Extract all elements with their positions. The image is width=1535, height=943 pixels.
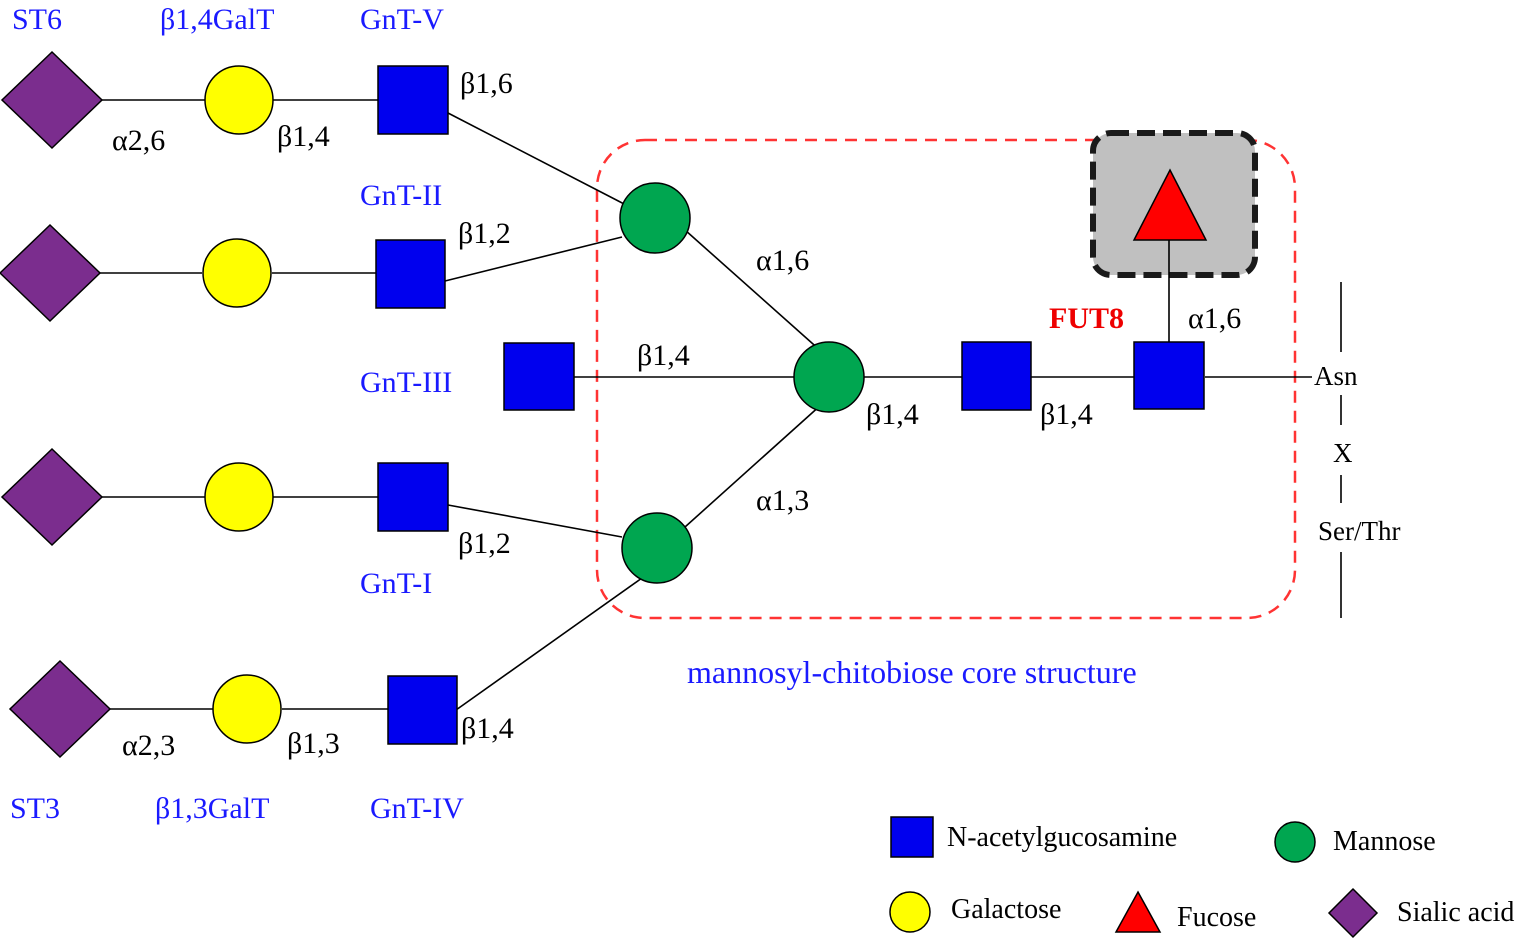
enzyme-label-gnt-iii: GnT-III (360, 366, 452, 399)
glcnac-square-core-2 (1133, 341, 1205, 410)
linkage-b13: β1,3 (287, 727, 340, 760)
enzyme-label-st6: ST6 (12, 3, 62, 36)
legend-fucose-swatch (1114, 890, 1162, 933)
linkage-b12-lower: β1,2 (458, 527, 511, 560)
bond-man-upper-man-core (684, 229, 823, 353)
linkage-a16-fuc: α1,6 (1188, 302, 1241, 335)
linkage-b14-core-man: β1,4 (866, 398, 919, 431)
bond-gnt-iv-man-lower (455, 577, 643, 711)
legend-glcnac-swatch (890, 816, 934, 858)
legend-galactose-label: Galactose (951, 894, 1061, 925)
enzyme-label-gnt-i: GnT-I (360, 567, 432, 600)
enzyme-label-st3: ST3 (10, 792, 60, 825)
peptide-x: X (1333, 438, 1353, 468)
linkage-b16: β1,6 (460, 67, 513, 100)
linkage-b14-gnt-iv: β1,4 (461, 712, 514, 745)
glcnac-square-core-1 (961, 341, 1032, 411)
linkage-a16-man: α1,6 (756, 244, 809, 277)
legend-mannose-swatch (1274, 821, 1316, 863)
legend-fucose-label: Fucose (1177, 902, 1256, 933)
linkage-b14-core-chitobiose: β1,4 (1040, 398, 1093, 431)
legend-galactose-swatch (889, 891, 931, 933)
enzyme-label-gnt-ii: GnT-II (360, 179, 442, 212)
sialic-acid-diamond-row4 (0, 447, 104, 547)
sialic-acid-diamond-row5 (8, 659, 112, 759)
galactose-circle-row4 (204, 462, 274, 532)
peptide-ser-thr: Ser/Thr (1318, 516, 1400, 546)
linkage-b14-gal-top: β1,4 (277, 120, 330, 153)
core-structure-label: mannosyl-chitobiose core structure (687, 654, 1137, 690)
linkage-a13-man: α1,3 (756, 484, 809, 517)
legend-mannose-label: Mannose (1333, 826, 1436, 857)
mannose-circle-lower (621, 512, 693, 584)
bond-man-core-man-lower (684, 403, 823, 528)
linkage-a26: α2,6 (112, 124, 165, 157)
galactose-circle-row2 (202, 238, 272, 308)
galactose-circle-row5 (212, 674, 282, 744)
sialic-acid-diamond-row2 (0, 223, 102, 323)
glcnac-square-gnt-v (377, 65, 449, 135)
enzyme-label-gnt-v: GnT-V (360, 3, 444, 36)
fucose-triangle (1132, 168, 1208, 241)
core-structure-region (595, 138, 1297, 620)
sialic-acid-diamond-row1 (0, 50, 104, 150)
mannose-circle-core (793, 341, 865, 413)
legend-sialic-acid-label: Sialic acid (1397, 897, 1514, 928)
bond-gnt-ii-man-upper (444, 236, 623, 282)
glcnac-square-gnt-iv (387, 675, 458, 745)
galactose-circle-row1 (204, 65, 274, 135)
enzyme-label-gnt-iv: GnT-IV (370, 792, 464, 825)
glycosidic-bonds (98, 99, 1312, 711)
linkage-b14-bisect: β1,4 (637, 339, 690, 372)
glcnac-square-gnt-iii (503, 342, 575, 411)
legend-glcnac-label: N-acetylgucosamine (947, 822, 1177, 853)
legend: N-acetylgucosamine Mannose Galactose Fuc… (889, 816, 1514, 939)
enzyme-label-b14galt: β1,4GalT (160, 3, 274, 36)
bond-gnt-v-man-upper (447, 112, 629, 207)
linkage-b12-upper: β1,2 (458, 217, 511, 250)
glcnac-square-gnt-i (377, 462, 449, 532)
enzyme-label-b13galt: β1,3GalT (155, 792, 269, 825)
enzyme-label-fut8: FUT8 (1049, 302, 1124, 335)
mannose-circle-upper (619, 182, 691, 254)
legend-sialic-acid-swatch (1327, 887, 1379, 939)
glcnac-square-gnt-ii (375, 239, 446, 309)
linkage-a23: α2,3 (122, 729, 175, 762)
bond-gnt-i-man-lower (447, 504, 623, 538)
peptide-asn: Asn (1314, 361, 1358, 391)
